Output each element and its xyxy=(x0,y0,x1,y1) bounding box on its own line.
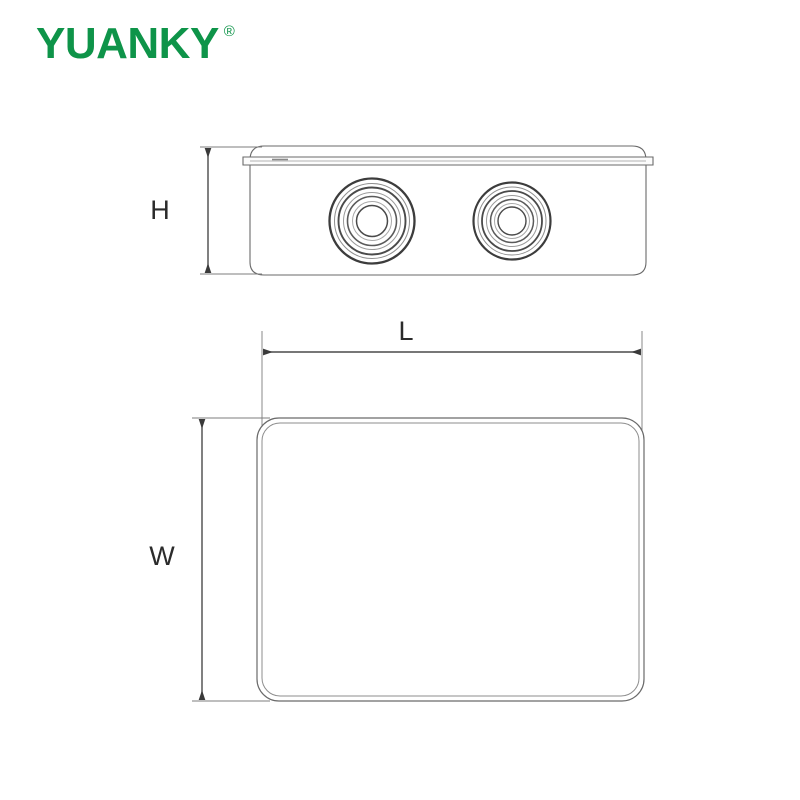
dimension-label-width: W xyxy=(149,541,175,571)
top-plan-view xyxy=(256,417,645,702)
dimension-width: W xyxy=(149,417,270,702)
dimension-height: H xyxy=(150,146,262,275)
front-elevation-view xyxy=(242,145,654,276)
cable-knockout-right xyxy=(472,181,552,261)
dimension-label-length: L xyxy=(398,316,413,346)
dimension-label-height: H xyxy=(150,195,170,225)
registered-trademark-icon: ® xyxy=(223,23,235,40)
dimension-length: L xyxy=(261,316,643,432)
brand-wordmark: YUANKY xyxy=(36,19,219,68)
cable-knockout-left xyxy=(328,177,416,265)
top-view-inner-wall-outline xyxy=(261,422,640,697)
brand-logo: YUANKY ® xyxy=(36,22,235,66)
